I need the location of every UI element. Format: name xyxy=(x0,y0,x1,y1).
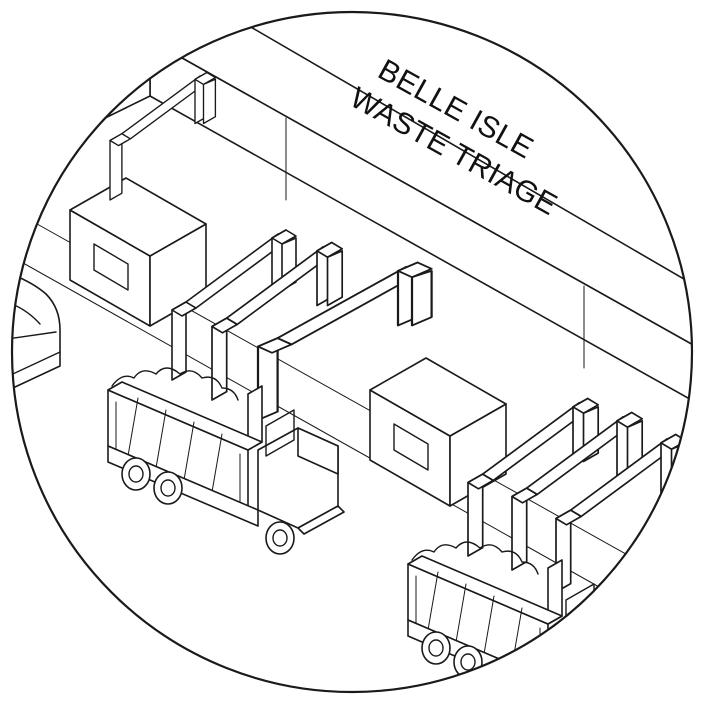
frame-circle xyxy=(10,10,694,694)
truck-edge xyxy=(12,269,61,395)
truck-main xyxy=(107,367,345,555)
